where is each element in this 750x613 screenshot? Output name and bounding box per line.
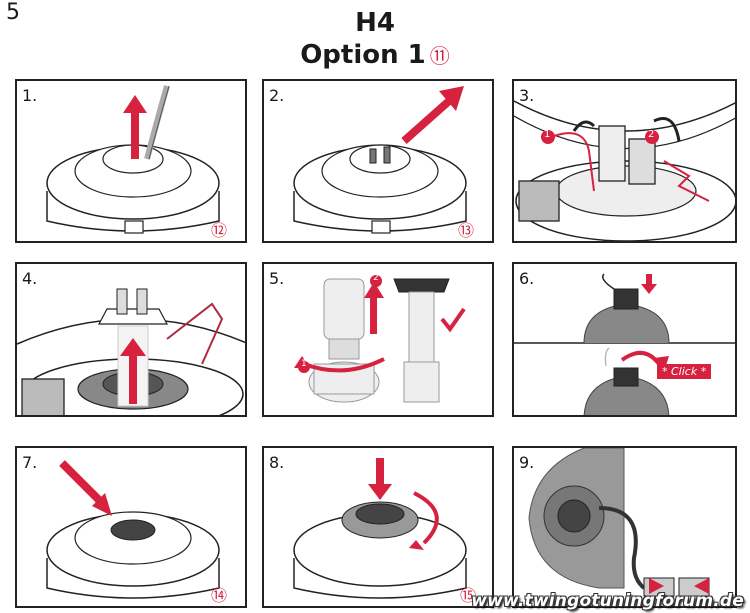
step-panel-9: 9. [512, 446, 737, 608]
headlight-housing-illustration [46, 460, 220, 599]
subtitle-reference-number: ⑪ [429, 44, 450, 68]
bulb-install-illustration [514, 273, 735, 415]
step-number: 1. [22, 86, 38, 105]
step-number: 3. [519, 86, 535, 105]
step-panel-4: 4. [15, 262, 247, 417]
step-panel-8: 8. ⑮ [262, 446, 494, 608]
bulb-connector-illustration [528, 448, 710, 597]
headlight-interior-illustration [17, 288, 245, 415]
step-number: 7. [22, 453, 38, 472]
step-panel-3: 3. 1 2 [512, 79, 737, 243]
subtitle-text: Option 1 [300, 40, 426, 70]
step-number: 2. [269, 86, 285, 105]
page-number: 5 [6, 0, 20, 25]
reference-number: ⑬ [458, 221, 475, 240]
step-panel-6: 6. * Click * [512, 262, 737, 417]
callout-2: 2 [373, 273, 379, 283]
step-number: 6. [519, 269, 535, 288]
step-panel-7: 7. ⑭ [15, 446, 247, 608]
callout-2: 2 [648, 129, 655, 140]
step-number: 9. [519, 453, 535, 472]
page-title: H4 [355, 8, 395, 38]
watermark: www.twingotuningforum.de [471, 591, 744, 611]
headlight-interior-illustration [514, 100, 735, 241]
callout-1: 1 [301, 359, 307, 369]
step-panel-1: 1. ⑫ [15, 79, 247, 243]
reference-number: ⑫ [211, 221, 228, 240]
headlight-housing-illustration [293, 458, 467, 599]
step-number: 4. [22, 269, 38, 288]
callout-1: 1 [544, 129, 551, 140]
click-label: * Click * [657, 364, 712, 379]
step-number: 8. [269, 453, 285, 472]
reference-number: ⑭ [211, 586, 228, 605]
step-number: 5. [269, 269, 285, 288]
step-panel-2: 2. ⑬ [262, 79, 494, 243]
step-panel-5: 5. 1 2 [262, 262, 494, 417]
headlight-housing-illustration [293, 86, 467, 234]
led-bulb-illustration [294, 275, 466, 403]
reference-number: ⑮ [460, 586, 477, 605]
headlight-housing-illustration [46, 85, 220, 234]
